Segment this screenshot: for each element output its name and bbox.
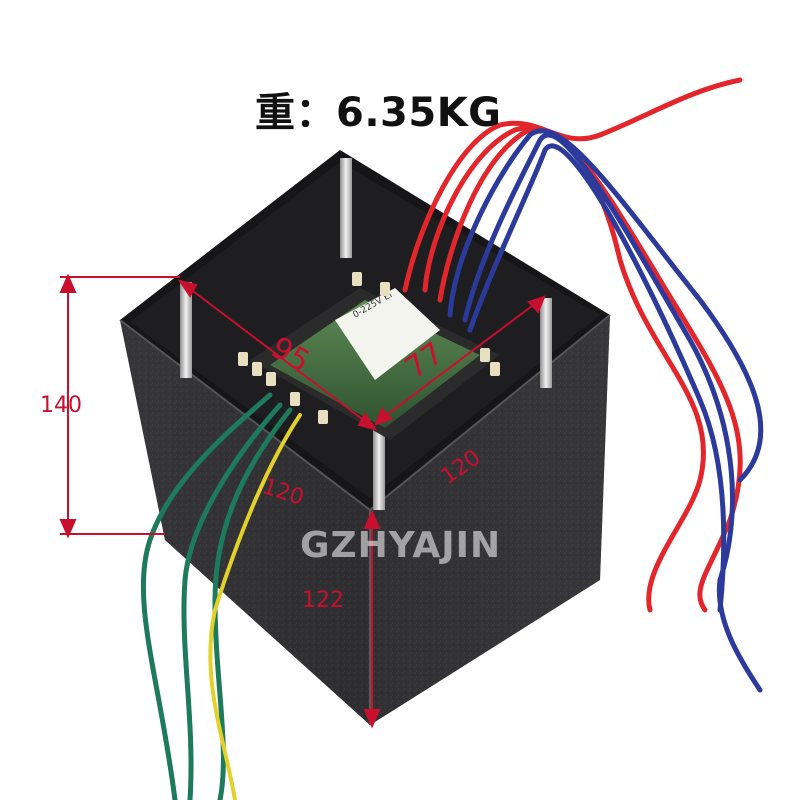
dimension-lines bbox=[59, 273, 546, 729]
box-right-face bbox=[370, 315, 610, 725]
green-yellow-wires bbox=[140, 392, 302, 800]
solder-terminals bbox=[238, 272, 500, 424]
red-blue-wires bbox=[402, 77, 764, 693]
dim-height-front: 122 bbox=[302, 588, 344, 613]
box-top-rim bbox=[119, 314, 611, 512]
transformer-coil: 0-225V EI bbox=[250, 288, 500, 440]
watermark-text: GZHYAJIN bbox=[300, 525, 502, 566]
weight-label: 重：6.35KG bbox=[255, 90, 502, 136]
dim-height-left: 140 bbox=[40, 393, 82, 418]
mounting-posts bbox=[180, 158, 552, 510]
